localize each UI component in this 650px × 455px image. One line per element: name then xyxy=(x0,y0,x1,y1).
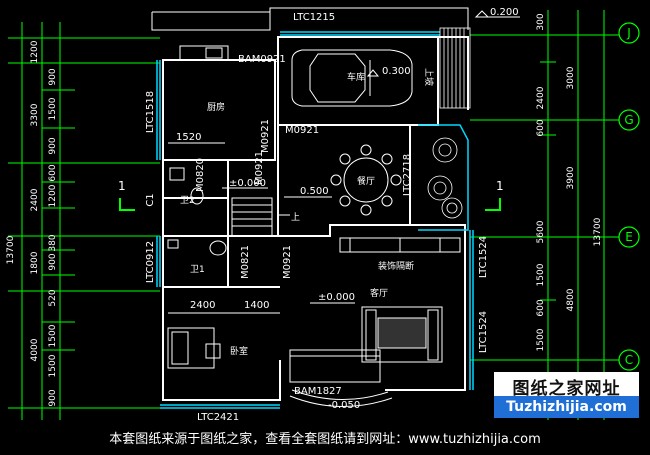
bed xyxy=(167,327,221,369)
left-fine-6: 380 xyxy=(48,234,58,251)
garage-level-marker xyxy=(366,69,380,77)
bottom-window-label: LTC2421 xyxy=(197,412,239,423)
left-fine-4: 600 xyxy=(48,164,58,181)
axis-j: J xyxy=(626,26,631,40)
left-fine-9: 1500 xyxy=(48,324,58,347)
brand-name: 图纸之家网址 xyxy=(512,379,621,399)
right-inner-2: 2400 xyxy=(536,86,546,109)
left-fine-8: 520 xyxy=(48,289,58,306)
left-fine-11: 900 xyxy=(48,389,58,406)
brand-badge: 图纸之家网址 Tuzhizhijia.com xyxy=(494,372,639,418)
garage-level-text: 0.300 xyxy=(382,66,411,77)
right-inner-7: 1500 xyxy=(536,328,546,351)
stair xyxy=(231,197,290,237)
roof-outline xyxy=(151,7,469,31)
footer-text: 本套图纸来源于图纸之家，查看全套图纸请到网址：www.tuzhizhijia.c… xyxy=(109,432,541,447)
right-total-dim: 13700 xyxy=(593,217,603,246)
window-ltc0912: LTC0912 xyxy=(145,241,156,283)
wc1-fixtures xyxy=(167,239,227,256)
window-ltc2718: LTC2718 xyxy=(402,154,413,196)
right-dimension-lines xyxy=(470,10,622,420)
left-fine-2: 1500 xyxy=(48,97,58,120)
garden-shrubs xyxy=(427,137,463,219)
left-total-dim: 13700 xyxy=(6,235,16,264)
window-ltc1524-a: LTC1524 xyxy=(478,236,489,278)
left-fine-1: 900 xyxy=(48,68,58,85)
dining-level-text: 0.500 xyxy=(300,186,329,197)
door-m0921-b2: M0921 xyxy=(254,151,265,185)
bedroom-label: 卧室 xyxy=(230,345,248,357)
dining-label: 餐厅 xyxy=(357,175,375,187)
brand-url[interactable]: Tuzhizhijia.com xyxy=(494,396,639,418)
right-inner-3: 600 xyxy=(536,119,546,136)
right-inner-5: 1500 xyxy=(536,263,546,286)
garage-slope-label: 上坡 xyxy=(423,68,435,86)
sofa-set xyxy=(361,306,443,363)
left-fine-5: 1200 xyxy=(48,184,58,207)
top-level-marker xyxy=(474,10,520,18)
left-dim-4: 1800 xyxy=(30,251,40,274)
right-inner-1: 300 xyxy=(536,13,546,30)
top-window-label: LTC1215 xyxy=(293,12,335,23)
living-label: 客厅 xyxy=(370,287,388,299)
left-dimension-lines xyxy=(8,22,160,420)
outer-windows xyxy=(156,31,474,409)
door-m0921-a: M0921 xyxy=(285,125,319,136)
garage-label: 车库 xyxy=(347,71,365,83)
entry-steps xyxy=(289,349,393,408)
door-m0921-b: M0921 xyxy=(260,119,271,153)
door-m0921-c: M0921 xyxy=(282,245,293,279)
garage-ramp xyxy=(439,27,471,109)
left-fine-10: 1500 xyxy=(48,354,58,377)
left-fine-3: 900 xyxy=(48,137,58,154)
left-fine-7: 900 xyxy=(48,253,58,270)
door-m0820: M0820 xyxy=(195,158,206,192)
kitchen-dim: 1520 xyxy=(176,132,201,143)
dim-2400: 2400 xyxy=(190,300,215,311)
wc2-fixtures xyxy=(169,167,204,205)
right-inner-6: 600 xyxy=(536,299,546,316)
c1-label: C1 xyxy=(145,193,156,206)
kitchen-counter xyxy=(179,45,229,61)
top-level-text: 0.200 xyxy=(490,7,519,18)
entry-door-label: BAM1827 xyxy=(294,386,342,397)
entry-level-text: -0.050 xyxy=(328,400,360,411)
kitchen-label: 厨房 xyxy=(207,101,225,113)
kitchen-window-label: LTC1518 xyxy=(145,91,156,133)
decor-label: 装饰隔断 xyxy=(378,260,414,272)
wc2-label: 卫2 xyxy=(180,196,195,206)
decor-partition xyxy=(339,237,461,253)
hall-level-text: ±0.000 xyxy=(229,178,266,189)
garage-door-label: BAM0921 xyxy=(238,54,286,65)
right-mid-2: 3900 xyxy=(566,166,576,189)
living-level-text: ±0.000 xyxy=(318,292,355,303)
car-icon xyxy=(291,49,413,107)
left-dim-1: 1200 xyxy=(30,40,40,63)
left-dimension-texts: 13700 1200 3300 2400 1800 4000 900 1500 … xyxy=(6,40,58,406)
right-inner-4: 5600 xyxy=(536,220,546,243)
axis-bubbles xyxy=(618,22,640,371)
dim-1400: 1400 xyxy=(244,300,269,311)
section-right: 1 xyxy=(496,179,504,193)
section-left: 1 xyxy=(118,179,126,193)
window-ltc1524-b: LTC1524 xyxy=(478,311,489,353)
dining-table xyxy=(330,144,402,216)
axis-g: G xyxy=(624,113,633,127)
axis-c: C xyxy=(625,353,633,367)
axis-e: E xyxy=(625,230,633,244)
right-dimension-texts: 13700 3000 3900 4800 300 2400 600 5600 1… xyxy=(536,13,603,351)
wc1-label: 卫1 xyxy=(190,265,205,275)
left-dim-5: 4000 xyxy=(30,338,40,361)
right-mid-1: 3000 xyxy=(566,66,576,89)
left-dim-3: 2400 xyxy=(30,188,40,211)
door-m0821: M0821 xyxy=(240,245,251,279)
section-markers xyxy=(119,198,501,211)
left-dim-2: 3300 xyxy=(30,103,40,126)
right-mid-3: 4800 xyxy=(566,288,576,311)
axis-bubble-texts: J G E C xyxy=(624,26,633,367)
stair-up-label: 上 xyxy=(291,212,300,223)
